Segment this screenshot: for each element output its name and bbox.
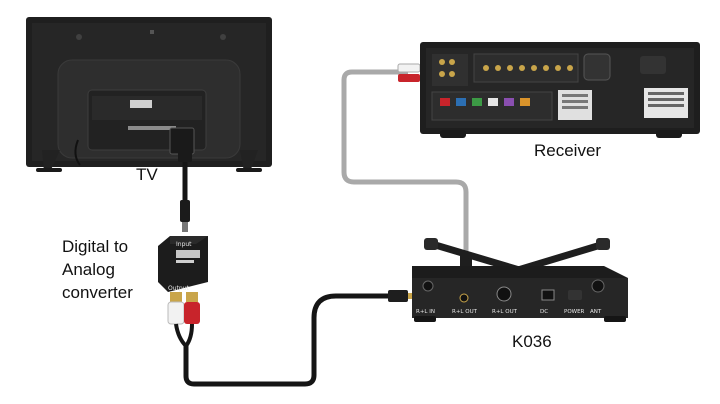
- digital-analog-converter: Input Output: [158, 236, 208, 292]
- k036-unit: R+L IN R+L OUT R+L OUT DC POWER ANT: [412, 238, 628, 322]
- panel-ant-text: ANT: [590, 309, 602, 315]
- converter-label-line3: converter: [62, 283, 133, 302]
- panel-dc-text: DC: [540, 309, 548, 315]
- tv-label: TV: [136, 165, 158, 184]
- panel-power-text: POWER: [564, 309, 585, 315]
- receiver-label: Receiver: [534, 141, 602, 160]
- converter-input-text: Input: [176, 241, 192, 248]
- converter-output-text: Output: [168, 285, 189, 292]
- tv-device: [26, 17, 272, 172]
- converter-label-line2: Analog: [62, 260, 115, 279]
- panel-rl-out2-text: R+L OUT: [492, 309, 518, 315]
- rca-plugs: [167, 292, 200, 348]
- audio-cable-black: [183, 293, 392, 387]
- optical-cable: [178, 140, 192, 232]
- av-receiver: [420, 42, 700, 138]
- k036-label: K036: [512, 332, 552, 351]
- panel-rl-in-text: R+L IN: [416, 309, 435, 315]
- audio-cable-gray: [341, 69, 469, 266]
- jack-plug-left: [388, 290, 408, 302]
- panel-rl-out-text: R+L OUT: [452, 309, 478, 315]
- converter-label-line1: Digital to: [62, 237, 129, 256]
